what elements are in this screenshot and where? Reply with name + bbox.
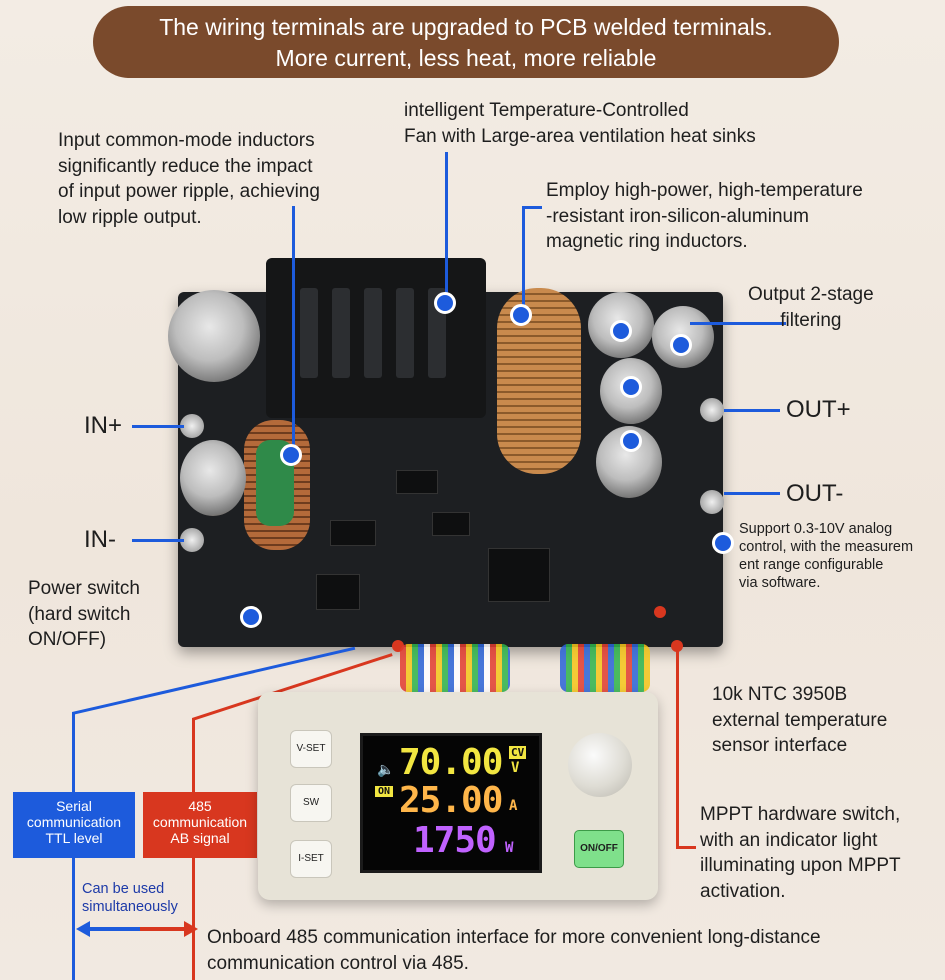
input-capacitor [168, 290, 260, 382]
in-minus-label: IN- [84, 526, 116, 553]
ntc-marker [654, 606, 666, 618]
input-inductor-annotation: Input common-mode inductors significantl… [58, 130, 320, 228]
callout-line [690, 322, 786, 325]
on-off-button[interactable]: ON/OFF [574, 830, 624, 868]
ring-marker [510, 304, 532, 326]
in-plus-label: IN+ [84, 412, 123, 439]
serial-ttl-badge: Serial communication TTL level [13, 792, 135, 858]
arrow-left-icon [76, 921, 90, 937]
current-unit: A [509, 798, 518, 814]
filter-marker [670, 334, 692, 356]
analog-control-annotation: Support 0.3-10V analog control, with the… [739, 521, 914, 591]
filter-marker [620, 376, 642, 398]
banner-line-2: More current, less heat, more reliable [275, 45, 657, 71]
input-capacitor [180, 440, 246, 516]
filter-marker [610, 320, 632, 342]
simultaneous-label: Can be used simultaneously [82, 881, 178, 915]
callout-line [522, 206, 525, 316]
lcd-screen: 🔈 70.00 CV V ON 25.00 A 1750 W [360, 733, 542, 873]
callout-line [132, 425, 184, 428]
power-unit: W [505, 840, 514, 856]
power-switch-annotation: Power switch (hard switch ON/OFF) [28, 578, 140, 650]
rs485-badge: 485 communication AB signal [143, 792, 257, 858]
v-set-button[interactable]: V-SET [290, 730, 332, 768]
out-minus-screw [700, 490, 724, 514]
mppt-annotation: MPPT hardware switch, with an indicator … [700, 804, 901, 902]
mppt-line [676, 846, 696, 849]
ntc-annotation: 10k NTC 3950B external temperature senso… [712, 684, 888, 756]
inductor-marker [280, 444, 302, 466]
wire-bundle [400, 644, 510, 692]
adjust-knob[interactable] [568, 733, 632, 797]
callout-line [132, 539, 184, 542]
sw-button[interactable]: SW [290, 784, 332, 822]
mppt-marker [671, 640, 683, 652]
callout-line [522, 206, 542, 209]
onboard-485-annotation: Onboard 485 communication interface for … [207, 927, 821, 974]
callout-line [445, 152, 448, 302]
switch-marker [240, 606, 262, 628]
voltage-reading: 70.00 [399, 742, 503, 783]
mppt-line [676, 648, 679, 848]
chip [330, 520, 376, 546]
speaker-icon: 🔈 [377, 762, 395, 778]
in-plus-screw [180, 414, 204, 438]
out-minus-label: OUT- [786, 480, 844, 507]
voltage-unit: V [511, 760, 520, 776]
callout-line [292, 206, 295, 454]
wire-bundle [560, 644, 650, 692]
fan-marker [434, 292, 456, 314]
analog-marker [712, 532, 734, 554]
magnetic-ring-annotation: Employ high-power, high-temperature -res… [546, 180, 863, 252]
chip [432, 512, 470, 536]
filter-marker [620, 430, 642, 452]
on-indicator: ON [375, 786, 394, 797]
in-minus-screw [180, 528, 204, 552]
mode-badge: CV [509, 746, 527, 759]
fan-annotation: intelligent Temperature-Controlled Fan w… [404, 100, 756, 147]
cooling-fan [266, 258, 486, 418]
power-reading: 1750 [413, 820, 497, 861]
i-set-button[interactable]: I-SET [290, 840, 332, 878]
simultaneous-arrow [86, 927, 142, 931]
header-banner: The wiring terminals are upgraded to PCB… [93, 6, 839, 78]
callout-line [724, 409, 780, 412]
callout-line [724, 492, 780, 495]
arrow-right-icon [184, 921, 198, 937]
simultaneous-arrow [140, 927, 186, 931]
out-plus-label: OUT+ [786, 396, 851, 423]
chip [316, 574, 360, 610]
output-filtering-annotation: Output 2-stage filtering [748, 284, 874, 331]
chip [396, 470, 438, 494]
current-reading: 25.00 [399, 780, 503, 821]
out-plus-screw [700, 398, 724, 422]
main-chip [488, 548, 550, 602]
banner-line-1: The wiring terminals are upgraded to PCB… [159, 14, 773, 40]
